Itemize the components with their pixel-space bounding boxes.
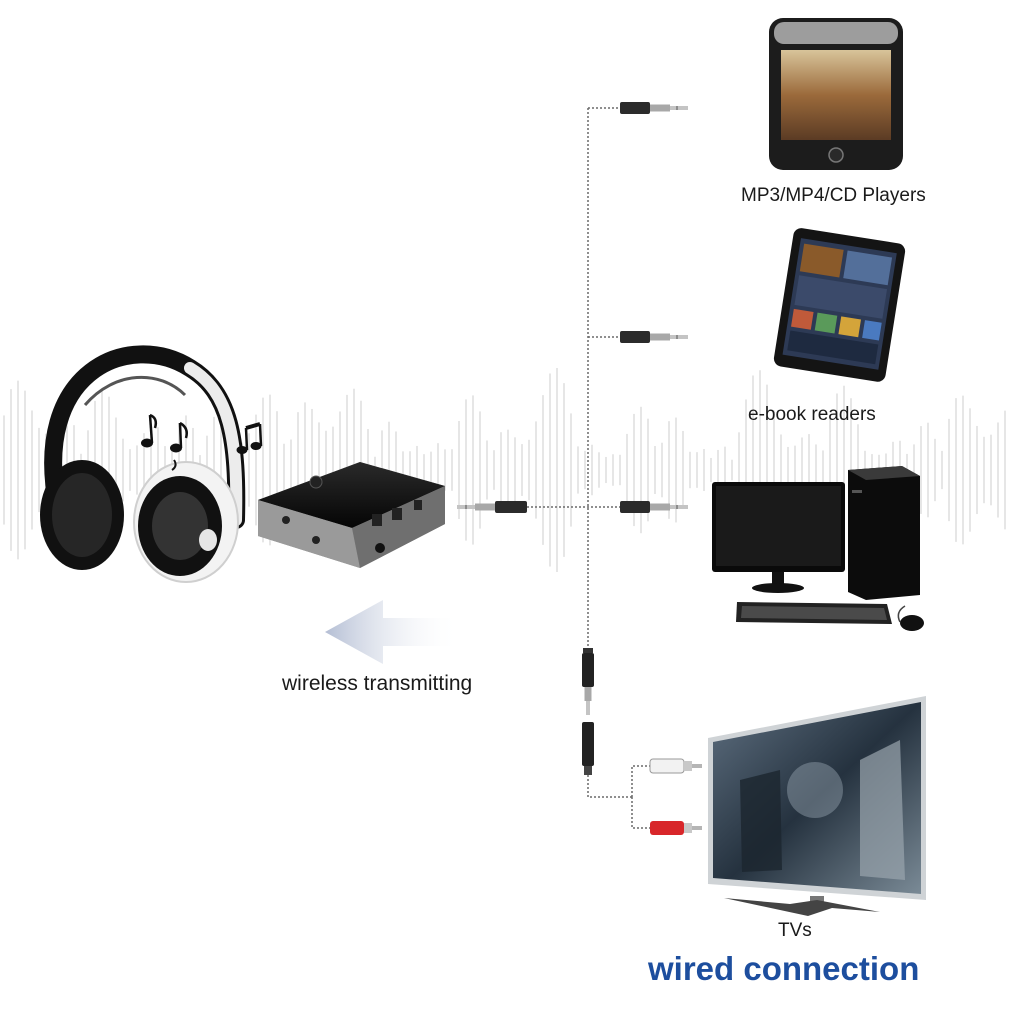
rca-plug-white xyxy=(649,758,702,774)
music-note-icon xyxy=(141,413,263,471)
label-wireless-transmitting: wireless transmitting xyxy=(282,672,473,695)
jack-plug-computer xyxy=(620,501,688,513)
label-wired-connection: wired connection xyxy=(648,950,920,987)
rca-plug-red xyxy=(650,821,702,835)
jack-plug-mp3 xyxy=(620,102,688,114)
desktop-computer-icon xyxy=(712,466,924,631)
jack-to-rca-adapter xyxy=(582,648,594,775)
label-tvs: TVs xyxy=(778,920,812,941)
cable-lines xyxy=(527,107,650,829)
tablet-icon xyxy=(773,228,906,382)
label-mp3-players: MP3/MP4/CD Players xyxy=(741,185,926,206)
mp3-player-icon xyxy=(769,18,903,170)
jack-plug-ebook xyxy=(620,331,688,343)
headphones-icon xyxy=(40,345,246,583)
wireless-arrow xyxy=(325,600,460,664)
tv-icon xyxy=(708,696,926,916)
jack-plug-transmitter xyxy=(457,501,527,513)
bluetooth-transmitter-icon xyxy=(258,462,445,568)
label-ebook-readers: e-book readers xyxy=(748,404,876,425)
